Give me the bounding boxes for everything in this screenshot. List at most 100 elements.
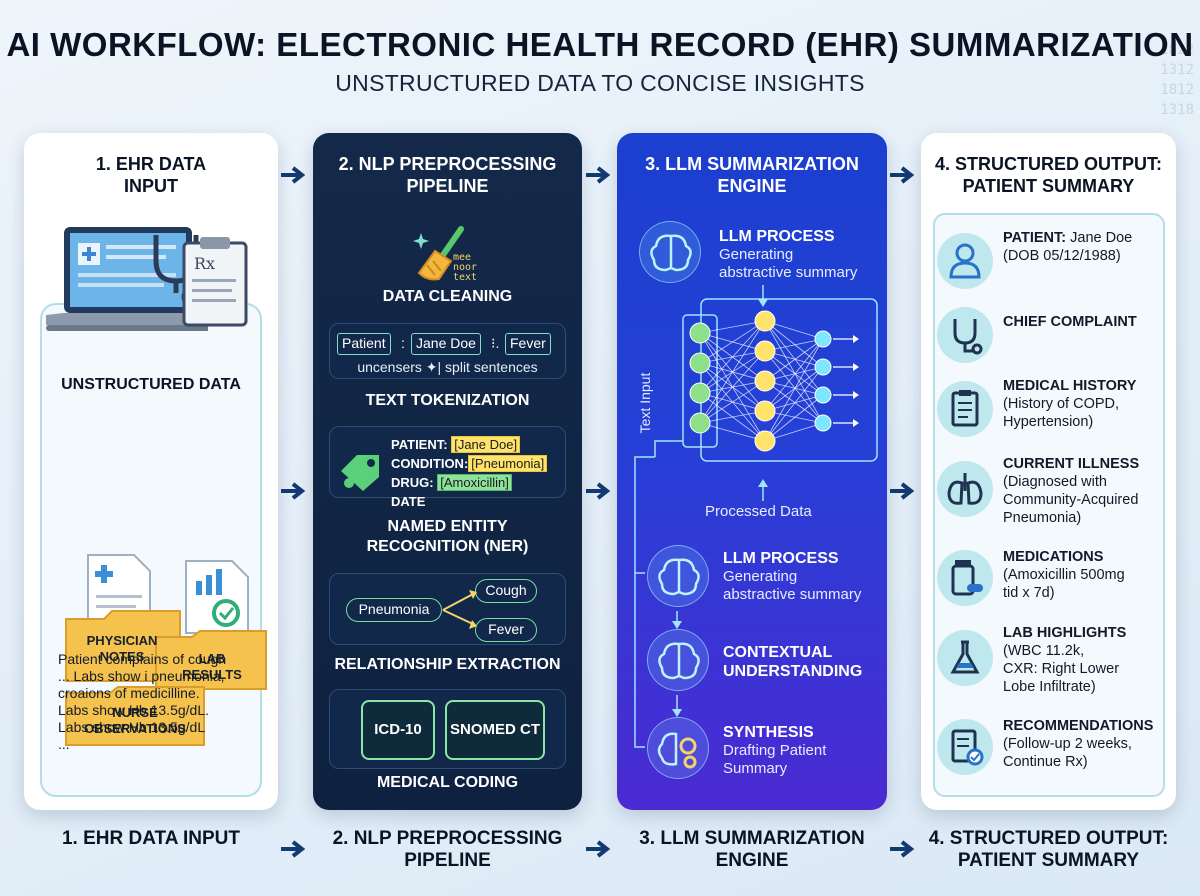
network-edge	[699, 320, 766, 394]
output-arrowhead	[853, 419, 859, 427]
data-cleaning-label: DATA CLEANING	[382, 288, 513, 305]
network-node	[689, 322, 711, 344]
panel-structured-output: 4. STRUCTURED OUTPUT: PATIENT SUMMARY PA…	[921, 133, 1176, 810]
brain-icon	[647, 545, 709, 607]
token: Fever	[505, 333, 551, 355]
network-node	[754, 310, 776, 332]
network-edge	[764, 394, 824, 442]
network-edge	[699, 380, 766, 424]
stethoscope-icon	[937, 307, 993, 363]
relation-arrows	[442, 590, 477, 629]
folder-label-physician-notes: PHYSICIAN NOTES	[86, 633, 158, 664]
arrow-right-icon	[890, 166, 915, 184]
network-node	[689, 382, 711, 404]
token: Patient	[337, 333, 391, 355]
flow-lines	[634, 285, 768, 748]
clipboard-icon: Rx	[182, 237, 248, 327]
checklist-icon	[937, 719, 993, 775]
network-edge	[699, 320, 766, 424]
ner-date: DATE	[391, 494, 426, 509]
arrow-right-icon	[281, 482, 306, 500]
unstructured-note-text: Patient complains of cough ... Labs show…	[58, 651, 227, 752]
output-arrowhead	[853, 391, 859, 399]
footer-step-4: 4. STRUCTURED OUTPUT:PATIENT SUMMARY	[928, 828, 1169, 871]
ner-condition: CONDITION:[Pneumonia]	[391, 454, 548, 473]
token-separator: :	[401, 335, 405, 351]
synthesis-sub: Drafting Patient Summary	[723, 742, 827, 777]
lungs-icon	[937, 461, 993, 517]
ner-patient: PATIENT: [Jane Doe]	[391, 435, 521, 454]
network-edge	[764, 320, 824, 424]
broom-icon	[413, 226, 464, 281]
unstructured-data-label: UNSTRUCTURED DATA	[61, 376, 241, 393]
panel-title: 3. LLM SUMMARIZATION ENGINE	[645, 154, 859, 196]
panel-title: 2. NLP PREPROCESSING PIPELINE	[338, 154, 557, 196]
arrow-right-icon	[586, 166, 611, 184]
network-node	[814, 414, 832, 432]
output-arrowhead	[853, 335, 859, 343]
contextual-understanding-label: CONTEXTUAL UNDERSTANDING	[723, 644, 863, 680]
arrow-right-icon	[281, 840, 306, 858]
laptop-icon	[46, 227, 208, 331]
network-node	[814, 358, 832, 376]
flask-icon	[937, 630, 993, 686]
messy-text: mee noor text	[453, 252, 478, 283]
network-node	[689, 352, 711, 374]
text-tokenization-label: TEXT TOKENIZATION	[365, 392, 530, 409]
tag-icon	[341, 455, 379, 491]
panel-title: 1. EHR DATA INPUT	[95, 154, 207, 196]
code-icd10: ICD-10	[361, 700, 435, 760]
network-node	[754, 400, 776, 422]
panel-nlp-preprocessing: 2. NLP PREPROCESSING PIPELINE mee noor t…	[313, 133, 582, 810]
network-node	[754, 340, 776, 362]
folder-icon	[65, 610, 181, 682]
page-title: AI WORKFLOW: ELECTRONIC HEALTH RECORD (E…	[6, 26, 1194, 63]
panel-title: 4. STRUCTURED OUTPUT: PATIENT SUMMARY	[934, 154, 1162, 196]
network-edge	[764, 320, 824, 368]
network-edge	[764, 366, 824, 412]
arrow-right-icon	[890, 482, 915, 500]
document-icon	[87, 554, 151, 626]
network-edge	[764, 338, 824, 442]
medical-coding-label: MEDICAL CODING	[376, 774, 519, 791]
panel-llm-summarization: 3. LLM SUMMARIZATION ENGINE LLM PROCESS …	[617, 133, 887, 810]
background-numbers: 1822 1312 1812 1318	[1160, 42, 1194, 118]
network-node	[754, 370, 776, 392]
page-subtitle: UNSTRUCTURED DATA TO CONCISE INSIGHTS	[335, 70, 865, 96]
synthesis-head: SYNTHESIS	[723, 724, 814, 741]
input-connector	[654, 440, 683, 457]
brain-icon	[639, 221, 701, 283]
network-edge	[764, 380, 824, 424]
network-edge	[764, 350, 824, 424]
network-edge	[764, 350, 824, 396]
ner-label: NAMED ENTITY RECOGNITION (NER)	[366, 518, 529, 555]
brain-icon	[647, 629, 709, 691]
relation-source: Pneumonia	[346, 598, 442, 622]
tokenization-box	[329, 323, 566, 379]
network-node	[754, 430, 776, 452]
ner-drug: DRUG: [Amoxicillin]	[391, 473, 512, 492]
svg-text:Rx: Rx	[194, 254, 215, 273]
neural-network-diagram	[654, 298, 878, 462]
relation-target: Cough	[475, 579, 537, 603]
network-edge	[764, 338, 824, 412]
network-frame	[700, 298, 878, 462]
network-edge	[699, 320, 766, 334]
llm-process-sub: Generating abstractive summary	[719, 246, 858, 281]
processed-data-label: Processed Data	[705, 503, 812, 520]
network-edge	[699, 410, 766, 424]
token-separator: ⁝.	[491, 335, 500, 351]
output-arrowhead	[853, 363, 859, 371]
arrow-right-icon	[586, 482, 611, 500]
network-node	[689, 412, 711, 434]
network-edge	[764, 338, 824, 382]
llm-process-head: LLM PROCESS	[723, 550, 839, 567]
panel-ehr-data-input: 1. EHR DATA INPUT Rx UNSTRUCTURED DATA	[24, 133, 278, 810]
input-frame	[682, 314, 718, 448]
network-edge	[699, 350, 766, 424]
token: Jane Doe	[411, 333, 481, 355]
clipboard-icon	[937, 381, 993, 437]
network-node	[814, 330, 832, 348]
